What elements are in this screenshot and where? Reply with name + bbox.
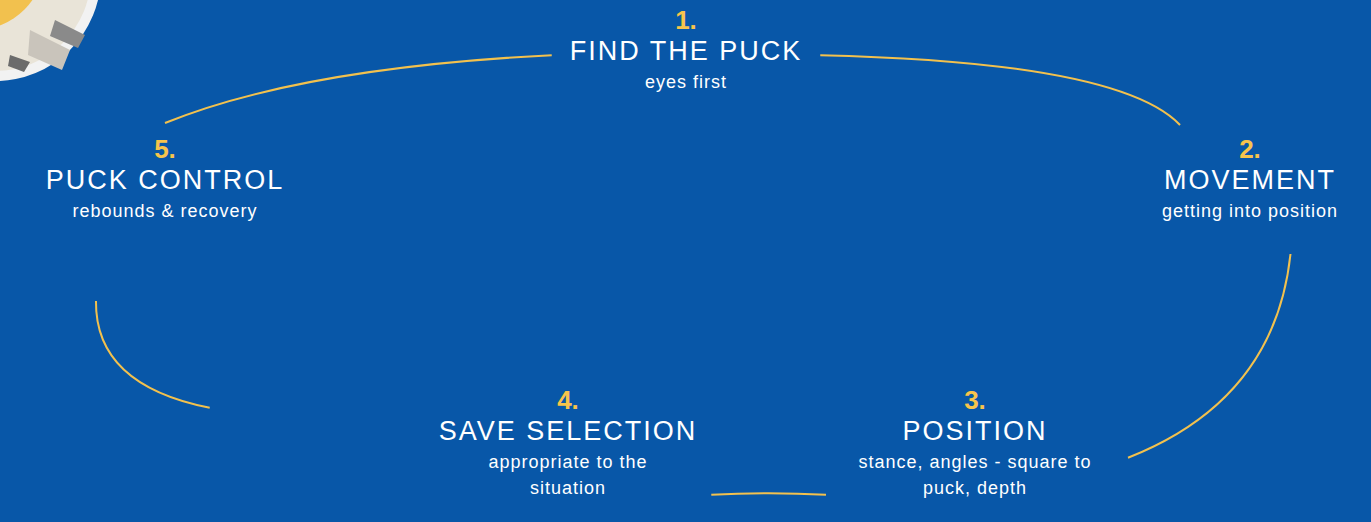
step-description: getting into position <box>1162 198 1338 224</box>
step-node: 4.SAVE SELECTIONappropriate to the situa… <box>435 384 702 503</box>
cycle-connector <box>96 301 210 408</box>
step-title: PUCK CONTROL <box>46 164 285 196</box>
cycle-connector <box>165 55 552 123</box>
step-node: 2.MOVEMENTgetting into position <box>1158 133 1342 226</box>
cycle-connector <box>711 493 826 495</box>
step-number: 4. <box>439 386 698 415</box>
step-description: eyes first <box>570 69 803 95</box>
photo-detail <box>8 55 30 72</box>
step-title: FIND THE PUCK <box>570 35 803 67</box>
cycle-connector <box>1128 254 1290 458</box>
step-title: POSITION <box>840 415 1110 447</box>
step-node: 1.FIND THE PUCKeyes first <box>566 4 807 97</box>
step-description: stance, angles - square to puck, depth <box>840 449 1110 501</box>
step-number: 2. <box>1162 135 1338 164</box>
step-node: 3.POSITIONstance, angles - square to puc… <box>836 384 1114 503</box>
step-title: SAVE SELECTION <box>439 415 698 447</box>
photo-ground <box>0 0 91 71</box>
step-description: rebounds & recovery <box>46 198 285 224</box>
photo-detail <box>50 20 85 48</box>
step-node: 5.PUCK CONTROLrebounds & recovery <box>42 133 289 226</box>
cycle-connector <box>820 55 1180 125</box>
photo-accent <box>0 0 45 30</box>
step-number: 5. <box>46 135 285 164</box>
photo-frame <box>0 0 101 81</box>
step-number: 3. <box>840 386 1110 415</box>
step-description: appropriate to the situation <box>463 449 673 501</box>
step-title: MOVEMENT <box>1162 164 1338 196</box>
step-number: 1. <box>570 6 803 35</box>
